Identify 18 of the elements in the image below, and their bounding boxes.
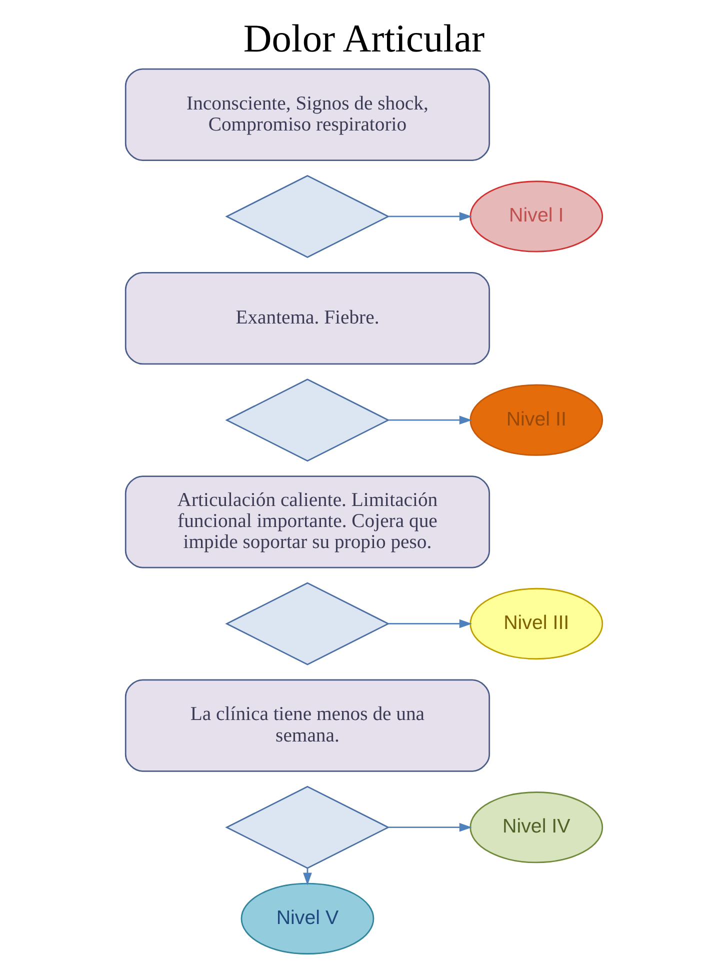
node-diamond — [224, 582, 390, 666]
node-diamond — [224, 174, 390, 258]
node-box: La clínica tiene menos de una semana. — [124, 679, 490, 772]
arrow — [388, 822, 472, 832]
node-box: Inconsciente, Signos de shock, Compromiso respiratorio — [124, 68, 490, 161]
node-box: Exantema. Fiebre. — [124, 272, 490, 365]
arrow — [388, 619, 472, 628]
node-ellipse: Nivel I — [469, 180, 603, 252]
node-diamond — [224, 378, 390, 462]
node-ellipse: Nivel II — [469, 384, 603, 456]
node-ellipse: Nivel V — [240, 882, 374, 954]
node-ellipse: Nivel III — [469, 588, 603, 660]
node-box: Articulación caliente. Limitación funcional importante. Cojera que impide soportar su propio peso. — [124, 476, 490, 568]
node-ellipse: Nivel IV — [469, 792, 603, 864]
diagram-title: Dolor Articular — [242, 16, 484, 60]
node-diamond — [224, 786, 390, 869]
arrow — [388, 416, 472, 425]
arrow — [388, 212, 472, 221]
